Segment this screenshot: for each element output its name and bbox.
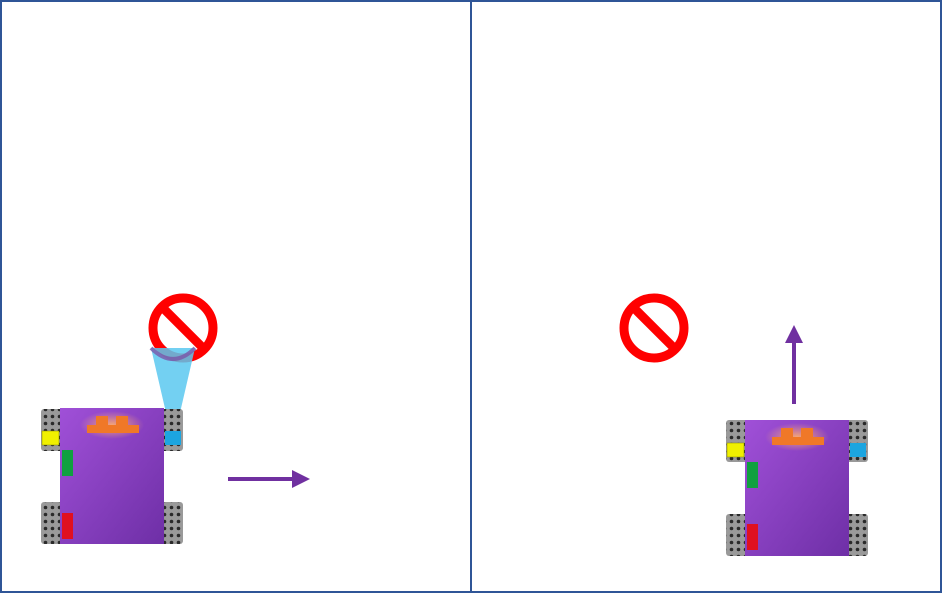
robot-lights xyxy=(87,416,139,433)
wheel-rear-left xyxy=(41,502,63,544)
sensor xyxy=(165,431,181,445)
wheel-rear-right xyxy=(846,514,868,556)
sensor-beam xyxy=(149,346,197,430)
wheel-rear-left xyxy=(726,514,748,556)
no-entry-sign-icon xyxy=(619,293,689,363)
arrow-right-icon xyxy=(228,470,310,488)
arrow-up-icon xyxy=(785,325,803,404)
red-marker xyxy=(62,513,73,539)
right-panel xyxy=(619,293,868,556)
green-marker xyxy=(62,450,73,476)
green-marker xyxy=(747,462,758,488)
robot-icon xyxy=(726,420,868,556)
right-panel-frame xyxy=(470,0,942,593)
yellow-marker xyxy=(726,442,745,458)
red-marker xyxy=(747,524,758,550)
robot-lights xyxy=(772,428,824,445)
yellow-marker xyxy=(41,430,60,446)
sensor xyxy=(850,443,866,457)
robot-icon xyxy=(41,408,183,544)
wheel-rear-right xyxy=(161,502,183,544)
left-panel xyxy=(41,293,310,544)
